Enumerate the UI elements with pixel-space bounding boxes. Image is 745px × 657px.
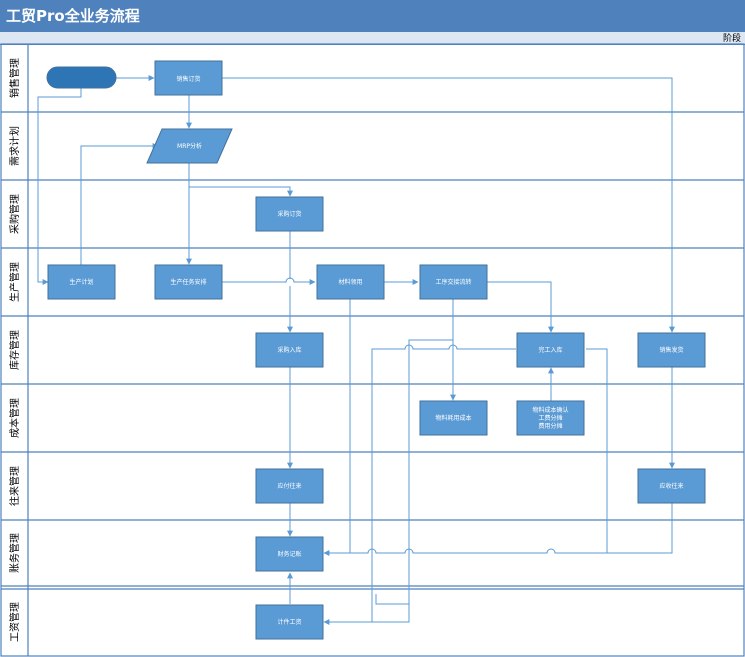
node-process-handover[interactable]: 工序交接流转 xyxy=(419,264,488,300)
diagram-title: 工贸Pro全业务流程 xyxy=(6,7,140,25)
node-piece-wage-label: 计件工资 xyxy=(277,618,301,626)
phase-label: 阶段 xyxy=(722,34,741,44)
lane-label-ar-ap: 往来管理 xyxy=(8,466,21,506)
node-purchase-order[interactable]: 采购订货 xyxy=(255,196,324,232)
node-mrp[interactable]: MRP分析 xyxy=(146,128,233,164)
connectors xyxy=(37,75,675,625)
node-purchase-inbound-label: 采购入库 xyxy=(277,346,301,354)
node-receivable[interactable]: 应收往来 xyxy=(637,468,706,504)
node-accounting-label: 财务记账 xyxy=(277,550,301,558)
node-sales-order[interactable]: 销售订货 xyxy=(154,60,223,96)
node-production-task[interactable]: 生产任务安排 xyxy=(154,264,223,300)
node-cost-confirm[interactable]: 物料成本确认 工费分摊 费用分摊 xyxy=(516,400,585,436)
node-sales-order-label: 销售订货 xyxy=(176,75,200,83)
connector-sales-order-to-shipment xyxy=(222,77,675,333)
node-piece-wage[interactable]: 计件工资 xyxy=(255,604,324,640)
title-bar: 工贸Pro全业务流程 xyxy=(0,0,745,32)
node-payable-label: 应付往来 xyxy=(277,482,301,490)
node-material-cost[interactable]: 物料耗用成本 xyxy=(419,400,488,436)
lane-label-cost: 成本管理 xyxy=(8,398,21,438)
node-material-issue-label: 材料领用 xyxy=(338,278,362,286)
connector-start-to-production-plan xyxy=(37,88,82,285)
node-finished-inbound-label: 完工入库 xyxy=(538,346,562,354)
lane-label-sales: 销售管理 xyxy=(8,58,21,98)
lane-labels: 销售管理 需求计划 采购管理 生产管理 库存管理 成本管理 往来管理 账务管理 … xyxy=(8,58,21,642)
node-finished-inbound[interactable]: 完工入库 xyxy=(516,332,585,368)
node-accounting[interactable]: 财务记账 xyxy=(255,536,324,572)
node-process-handover-label: 工序交接流转 xyxy=(435,278,471,286)
node-material-issue[interactable]: 材料领用 xyxy=(316,264,385,300)
node-production-plan-label: 生产计划 xyxy=(69,278,93,286)
lane-label-inventory: 库存管理 xyxy=(8,330,21,370)
lane-label-finance: 账务管理 xyxy=(8,533,21,573)
start-terminator[interactable] xyxy=(46,66,117,89)
node-sales-shipment-label: 销售发货 xyxy=(659,346,683,354)
node-mrp-label: MRP分析 xyxy=(177,142,202,150)
node-cost-confirm-label-2: 工费分摊 xyxy=(538,414,562,422)
nodes: 销售订货 MRP分析 采购订货 生产计划 生产任务安排 材料领用 xyxy=(46,60,706,640)
node-production-task-label: 生产任务安排 xyxy=(170,278,206,286)
connector-handover-to-piece-wage xyxy=(375,299,454,605)
node-payable[interactable]: 应付往来 xyxy=(255,468,324,504)
node-purchase-inbound[interactable]: 采购入库 xyxy=(255,332,324,368)
lane-label-wages: 工资管理 xyxy=(8,602,21,642)
node-purchase-order-label: 采购订货 xyxy=(277,210,301,218)
node-production-plan[interactable]: 生产计划 xyxy=(47,264,116,300)
connector-handover-to-piece-wage-2 xyxy=(323,604,410,625)
lane-label-demand: 需求计划 xyxy=(8,126,21,166)
node-material-cost-label: 物料耗用成本 xyxy=(435,414,471,422)
node-cost-confirm-label-1: 物料成本确认 xyxy=(532,406,568,414)
connector-task-to-material-issue xyxy=(222,277,316,285)
connector-returns-to-accounting xyxy=(324,348,673,553)
node-sales-shipment[interactable]: 销售发货 xyxy=(637,332,706,368)
connector-production-plan-to-mrp xyxy=(80,143,159,265)
connector-finished-to-wage-line xyxy=(371,344,516,622)
lane-label-purchase: 采购管理 xyxy=(8,194,21,234)
lane-label-production: 生产管理 xyxy=(8,262,21,302)
node-receivable-label: 应收往来 xyxy=(659,482,683,490)
node-cost-confirm-label-3: 费用分摊 xyxy=(538,422,562,430)
connector-handover-to-finished xyxy=(487,281,554,333)
